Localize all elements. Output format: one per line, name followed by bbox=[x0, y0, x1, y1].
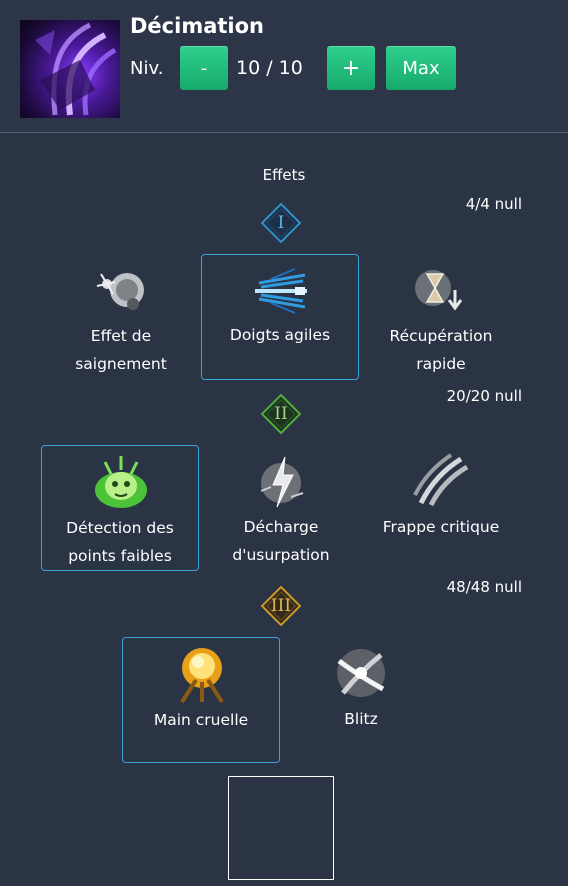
tier-1-numeral: I bbox=[277, 213, 285, 233]
node-label: Frappe critique bbox=[382, 518, 500, 536]
decimation-skill-icon bbox=[20, 20, 120, 118]
quick-recovery-icon bbox=[411, 260, 471, 320]
skill-title: Décimation bbox=[130, 14, 264, 38]
node-label: Détection des points faibles bbox=[66, 519, 174, 565]
tier-2-numeral: II bbox=[274, 404, 288, 424]
cruel-hand-icon bbox=[172, 644, 232, 704]
node-agile-fingers[interactable]: Doigts agiles bbox=[201, 254, 359, 380]
decrease-level-button[interactable]: - bbox=[180, 46, 228, 90]
agile-fingers-icon bbox=[251, 261, 311, 321]
node-weak-point-detection[interactable]: Détection des points faibles bbox=[41, 445, 199, 571]
node-quick-recovery[interactable]: Récupération rapide bbox=[362, 254, 520, 380]
skill-header: Décimation Niv. - 10 / 10 + Max bbox=[0, 0, 568, 133]
level-value: 10 / 10 bbox=[236, 57, 303, 79]
tier-3-badge: III bbox=[261, 586, 301, 626]
tier-1-badge: I bbox=[261, 203, 301, 243]
node-blitz[interactable]: Blitz bbox=[282, 637, 440, 763]
tier-2-badge: II bbox=[261, 394, 301, 434]
node-label: Effet de saignement bbox=[75, 327, 167, 373]
node-bleed-effect[interactable]: Effet de saignement bbox=[42, 254, 200, 380]
max-level-button[interactable]: Max bbox=[386, 46, 456, 90]
node-critical-strike[interactable]: Frappe critique bbox=[362, 445, 520, 571]
node-label: Main cruelle bbox=[153, 711, 249, 729]
increase-level-button[interactable]: + bbox=[327, 46, 375, 90]
tier-3-numeral: III bbox=[270, 596, 292, 616]
node-usurpation-discharge[interactable]: Décharge d'usurpation bbox=[202, 445, 360, 571]
tier-2-count: 20/20 null bbox=[446, 387, 522, 405]
diamond-icon bbox=[261, 203, 301, 243]
tier-1-count: 4/4 null bbox=[465, 195, 522, 213]
blitz-icon bbox=[331, 643, 391, 703]
usurpation-discharge-icon bbox=[251, 451, 311, 511]
empty-skill-slot[interactable] bbox=[228, 776, 334, 880]
diamond-icon bbox=[261, 586, 301, 626]
diamond-icon bbox=[261, 394, 301, 434]
node-label: Décharge d'usurpation bbox=[232, 518, 330, 564]
effects-title: Effets bbox=[262, 166, 306, 184]
level-label: Niv. bbox=[130, 58, 164, 79]
node-cruel-hand[interactable]: Main cruelle bbox=[122, 637, 280, 763]
bleed-effect-icon bbox=[91, 260, 151, 320]
weak-point-detection-icon bbox=[91, 452, 151, 512]
node-label: Doigts agiles bbox=[229, 326, 331, 344]
node-label: Blitz bbox=[344, 710, 378, 728]
tier-3-count: 48/48 null bbox=[446, 578, 522, 596]
critical-strike-icon bbox=[411, 451, 471, 511]
node-label: Récupération rapide bbox=[389, 327, 493, 373]
